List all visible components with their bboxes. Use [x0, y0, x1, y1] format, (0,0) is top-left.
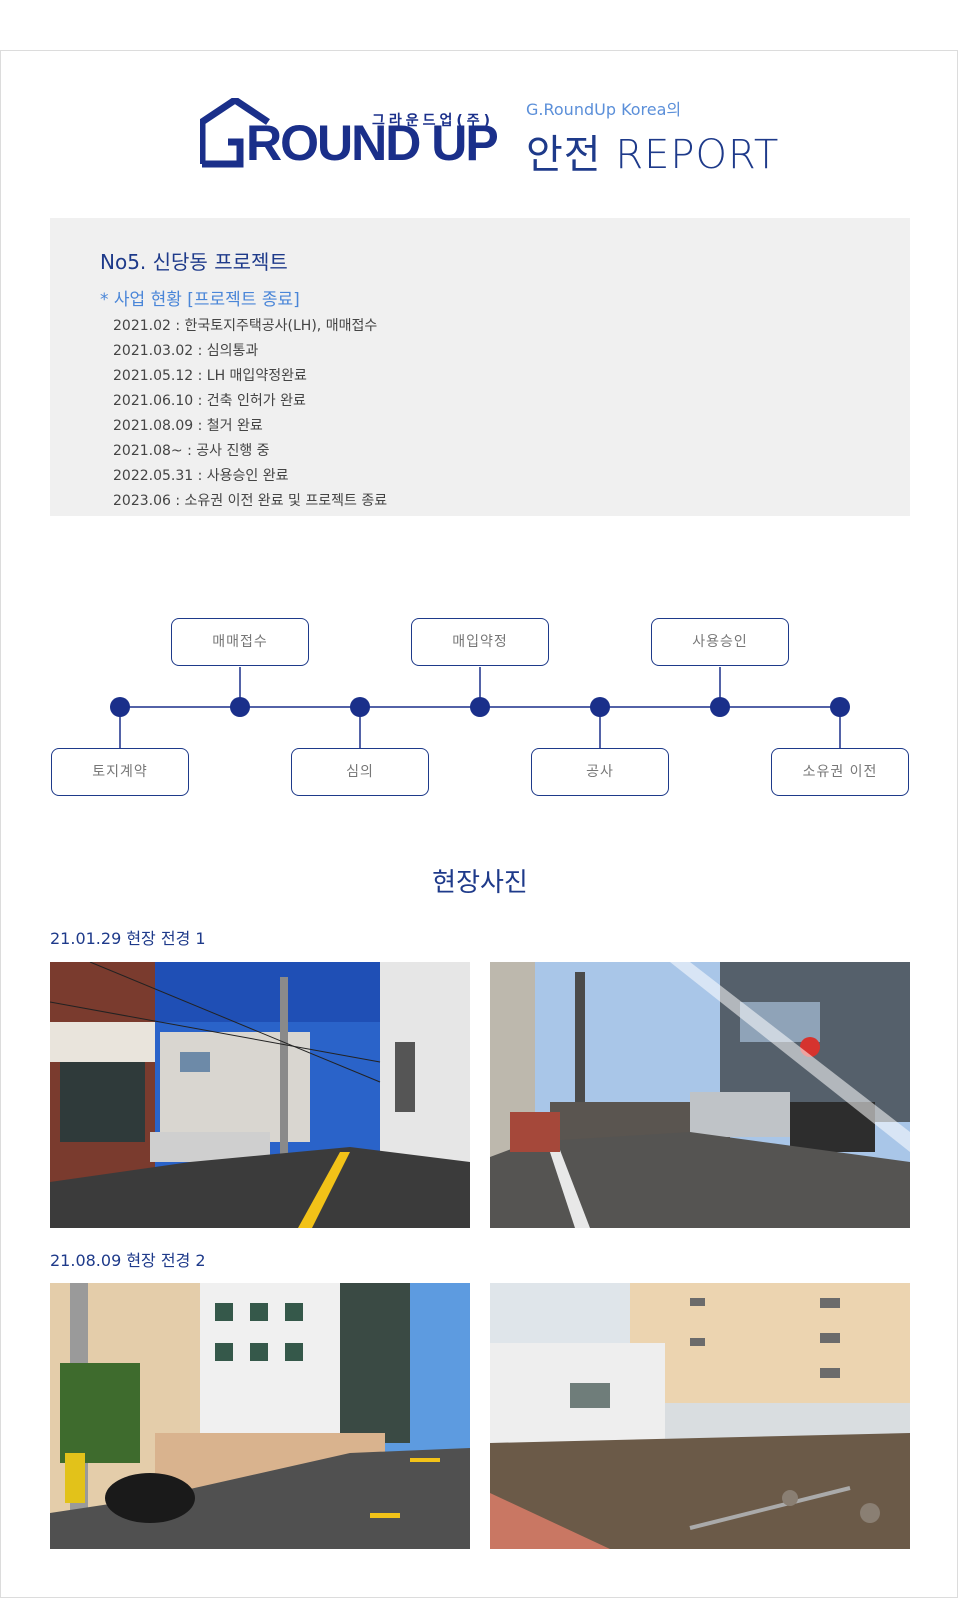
- site-photo: [490, 1283, 910, 1549]
- project-summary: No5. 신당동 프로젝트 * 사업 현황 [프로젝트 종료] 2021.02 …: [50, 218, 910, 516]
- milestone-item: 2023.06 : 소유권 이전 완료 및 프로젝트 종료: [113, 493, 388, 509]
- house-logo-icon: [200, 98, 270, 168]
- timeline-dot: [230, 697, 250, 717]
- milestone-item: 2021.05.12 : LH 매입약정완료: [113, 368, 307, 384]
- report-title: 안전 REPORT: [526, 132, 780, 178]
- timeline-step-sale-application: 매매접수: [171, 618, 309, 666]
- milestone-item: 2021.02 : 한국토지주택공사(LH), 매매접수: [113, 318, 378, 334]
- milestone-item: 2022.05.31 : 사용승인 완료: [113, 468, 289, 484]
- timeline-step-land-contract: 토지계약: [51, 748, 189, 796]
- project-status: * 사업 현황 [프로젝트 종료]: [100, 290, 300, 310]
- timeline-graphic: [110, 667, 850, 748]
- milestone-item: 2021.08~ : 공사 진행 중: [113, 443, 270, 459]
- timeline-step-review: 심의: [291, 748, 429, 796]
- site-photo: [50, 962, 470, 1228]
- photo-group-label: 21.08.09 현장 전경 2: [50, 1251, 206, 1270]
- site-photo: [50, 1283, 470, 1549]
- timeline-step-purchase-agreement: 매입약정: [411, 618, 549, 666]
- timeline-dot: [830, 697, 850, 717]
- timeline-dot: [710, 697, 730, 717]
- logo-company-korean: 그라운드업(주): [372, 113, 495, 129]
- milestone-item: 2021.03.02 : 심의통과: [113, 343, 259, 359]
- timeline-step-construction: 공사: [531, 748, 669, 796]
- milestone-item: 2021.08.09 : 철거 완료: [113, 418, 263, 434]
- site-photos-title: 현장사진: [432, 868, 528, 898]
- project-timeline: 매매접수 매입약정 사용승인 토지계약 심의 공사 소유권 이전: [0, 600, 960, 810]
- timeline-step-use-approval: 사용승인: [651, 618, 789, 666]
- milestone-list: 2021.02 : 한국토지주택공사(LH), 매매접수 2021.03.02 …: [113, 314, 387, 514]
- groundup-logo: 그라운드업(주) ROUND UP: [200, 98, 499, 170]
- logo-wordmark: ROUND UP: [246, 115, 499, 171]
- report-subtitle: G.RoundUp Korea의: [526, 100, 682, 119]
- timeline-dot: [590, 697, 610, 717]
- milestone-item: 2021.06.10 : 건축 인허가 완료: [113, 393, 306, 409]
- timeline-step-ownership-transfer: 소유권 이전: [771, 748, 909, 796]
- timeline-dot: [350, 697, 370, 717]
- timeline-dot: [110, 697, 130, 717]
- timeline-dot: [470, 697, 490, 717]
- project-title: No5. 신당동 프로젝트: [100, 250, 288, 274]
- photo-group-label: 21.01.29 현장 전경 1: [50, 929, 206, 948]
- site-photo: [490, 962, 910, 1228]
